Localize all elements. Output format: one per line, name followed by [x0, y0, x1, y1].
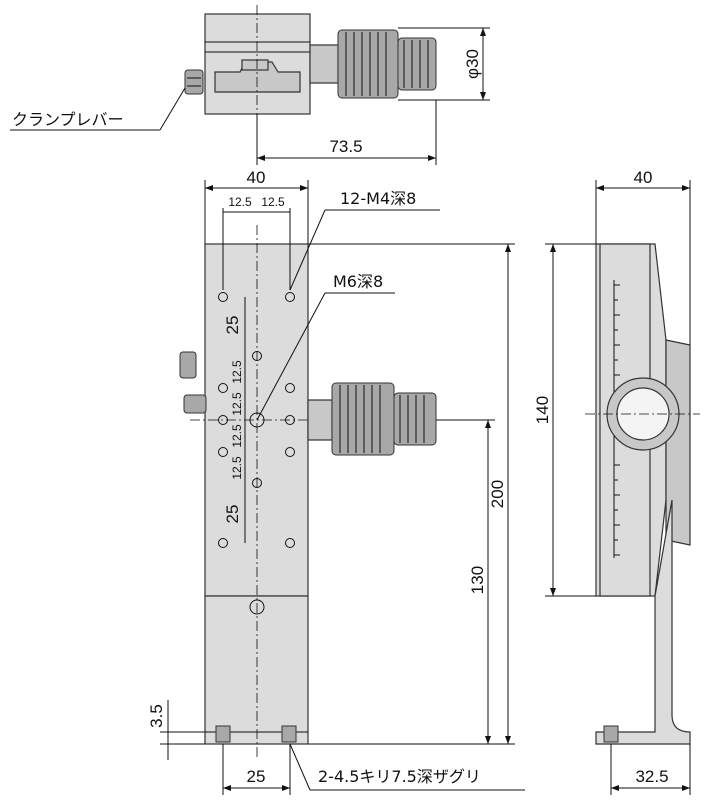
dim-front-width: 40: [247, 168, 266, 187]
micrometer-head-top: [309, 29, 437, 99]
top-view: φ30 73.5 クランプレバー: [10, 5, 490, 165]
dim-pitch-upper: 25: [223, 316, 242, 335]
dim-top-diameter: φ30: [463, 49, 482, 79]
clamp-lever-front: [179, 351, 207, 414]
m6-hole: [249, 412, 265, 428]
dim-side-height: 140: [533, 396, 552, 424]
dim-small-pitch-2: 12.5: [230, 392, 244, 416]
dim-side-width: 40: [634, 168, 653, 187]
label-counterbore: 2-4.5キリ7.5深ザグリ: [318, 767, 481, 786]
dim-pitch-lower: 25: [223, 505, 242, 524]
dim-total-height: 200: [488, 480, 507, 508]
dim-top-width: 73.5: [329, 137, 362, 156]
label-clamp-lever: クランプレバー: [12, 110, 124, 129]
label-m6-hole: M6深8: [333, 272, 383, 291]
micrometer-head-front: [307, 382, 437, 456]
dim-lower-height: 130: [468, 566, 487, 594]
dim-base-height: 3.5: [147, 704, 166, 728]
front-view: 40 12.5 12.5 12-M4深8 M6深8 25 12.5 12.5 1…: [147, 168, 525, 795]
dim-small-pitch-1: 12.5: [230, 360, 244, 384]
dim-bottom-width: 25: [247, 767, 266, 786]
mount-hole: [249, 599, 265, 615]
dim-small-pitch-4: 12.5: [230, 456, 244, 480]
dim-front-half-right: 12.5: [261, 195, 285, 209]
label-m4-holes: 12-M4深8: [340, 189, 416, 208]
side-view: 40 140 32.5: [533, 168, 700, 795]
dim-small-pitch-3: 12.5: [230, 424, 244, 448]
dim-side-bottom: 32.5: [635, 767, 668, 786]
clamp-lever-top: [184, 69, 204, 95]
dim-front-half-left: 12.5: [228, 195, 252, 209]
m4-hole-pattern: [218, 292, 295, 548]
